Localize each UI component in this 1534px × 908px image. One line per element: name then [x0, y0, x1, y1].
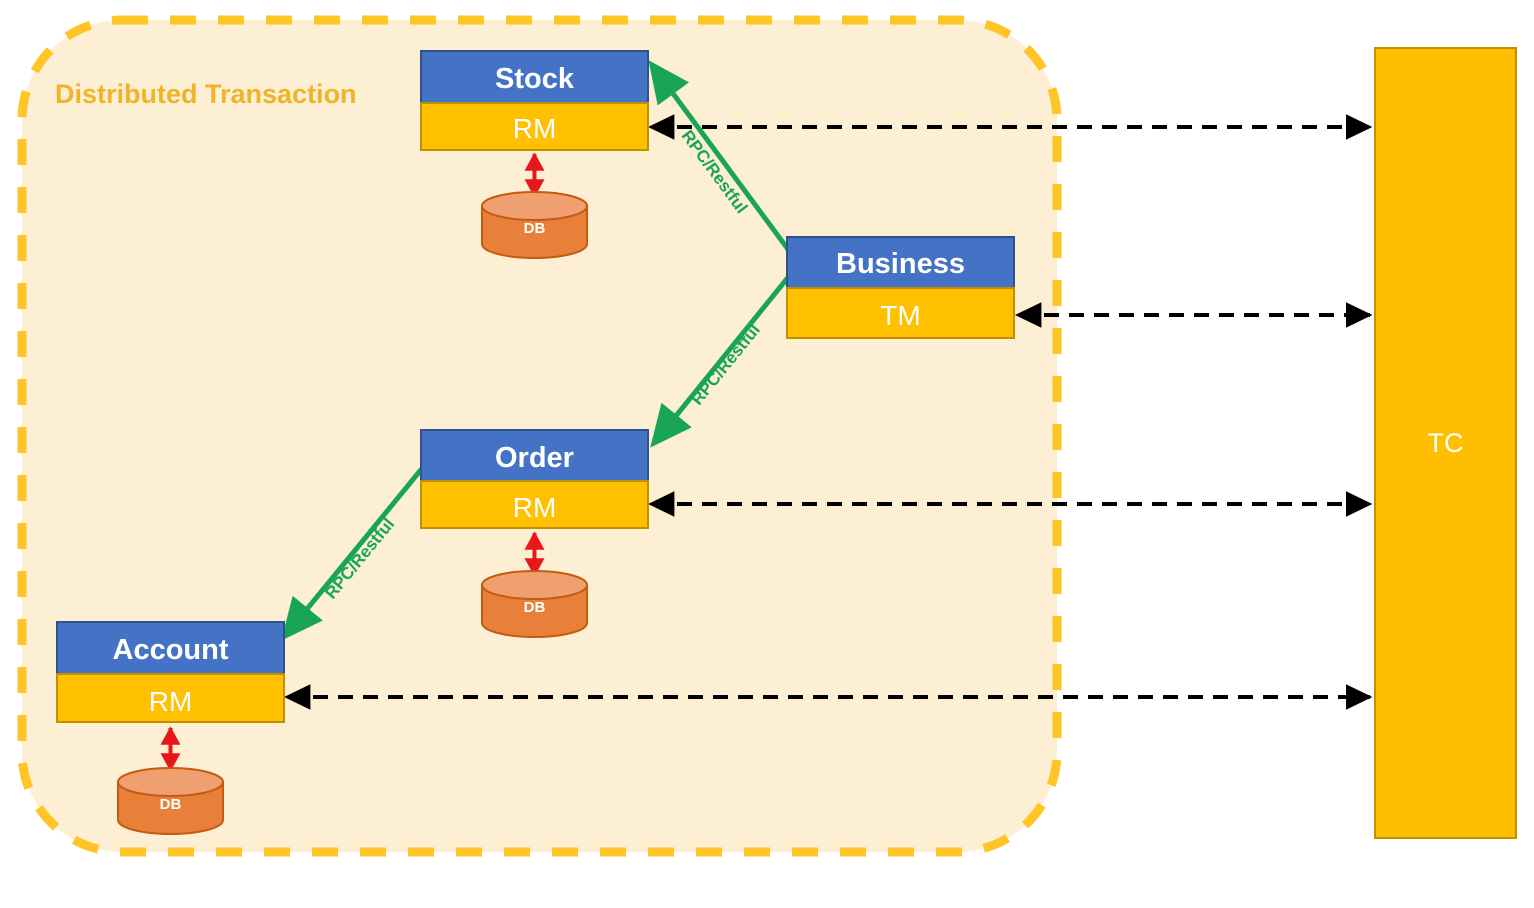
transaction-coordinator-node[interactable]: TC — [1374, 47, 1517, 839]
service-node-order[interactable]: Order RM — [420, 429, 649, 529]
database-stock: DB — [481, 191, 588, 259]
service-role-label-order: RM — [513, 492, 557, 523]
service-role-label-business: TM — [880, 300, 920, 331]
service-header-stock — [420, 50, 649, 104]
service-name-stock: Stock — [495, 63, 575, 95]
service-name-business: Business — [836, 248, 965, 280]
container-title: Distributed Transaction — [55, 79, 357, 109]
service-role-stock — [420, 102, 649, 151]
db-cylinder-top-account — [117, 767, 224, 797]
service-node-account[interactable]: Account RM — [56, 621, 285, 723]
service-role-order — [420, 480, 649, 529]
service-role-account — [56, 673, 285, 723]
rpc-edge-order-to-account — [281, 464, 426, 641]
db-label-order: DB — [524, 599, 546, 616]
service-header-order — [420, 429, 649, 482]
service-node-business[interactable]: Business TM — [786, 236, 1015, 339]
database-order: DB — [481, 570, 588, 638]
service-name-order: Order — [495, 442, 574, 474]
database-account: DB — [117, 767, 224, 835]
tc-box — [1374, 47, 1517, 839]
db-cylinder-top-order — [481, 570, 588, 600]
db-label-stock: DB — [524, 220, 546, 237]
db-cylinder-top-stock — [481, 191, 588, 221]
db-label-account: DB — [160, 796, 182, 813]
tc-label: TC — [1428, 428, 1464, 458]
service-header-account — [56, 621, 285, 675]
service-header-business — [786, 236, 1015, 289]
rpc-edge-business-to-order — [650, 273, 792, 448]
service-role-business — [786, 287, 1015, 339]
service-role-label-stock: RM — [513, 113, 557, 144]
tc-link-group — [284, 114, 1373, 710]
service-node-stock[interactable]: Stock RM — [420, 50, 649, 151]
service-name-account: Account — [113, 634, 229, 666]
rpc-edge-business-to-stock — [648, 60, 793, 254]
service-role-label-account: RM — [149, 686, 193, 717]
